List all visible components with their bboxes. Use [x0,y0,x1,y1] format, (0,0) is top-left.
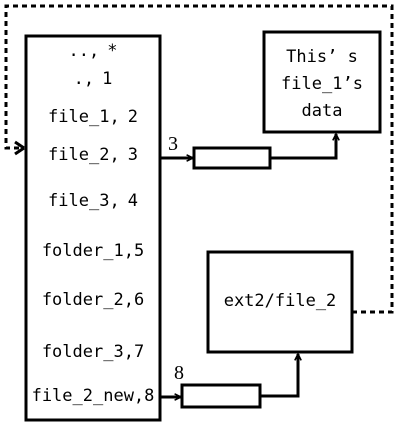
directory-entry-7: folder_2,6 [42,290,144,310]
directory-entry-name: .., [69,41,100,61]
directory-entry-inode: * [107,41,117,61]
inode-to-link-arrow [260,354,298,398]
symlink-dashed-arrowhead-lower [14,146,25,156]
pointer-label-top: 3 [168,133,178,155]
directory-entry-name: folder_3, [42,342,134,362]
file-data-line-3: data [302,101,343,121]
directory-entry-9: file_2_new,8 [32,386,155,406]
directory-entry-4: file_2, 3 [48,145,138,165]
directory-entry-name: ., [74,69,94,89]
directory-entry-1: .., * [69,41,118,61]
directory-entry-6: folder_1,5 [42,241,144,261]
symlink-target-box [206,250,354,354]
directory-entry-inode: 4 [128,191,138,211]
directory-entry-2: ., 1 [74,69,113,89]
directory-entry-name: file_1, [48,107,120,127]
directory-entry-8: folder_3,7 [42,342,144,362]
directory-entry-name: file_2, [48,145,120,165]
directory-entry-inode: 6 [134,290,144,310]
pointer-label-bottom: 8 [174,362,184,384]
directory-entry-name: file_2_new, [32,386,145,406]
inode-to-data-arrow [270,134,336,160]
directory-entries: .., *., 1 file_1, 2 file_2, 3 file_3, 4 folder_1,… [32,41,155,406]
directory-entry-name: folder_1, [42,241,134,261]
directory-entry-inode: 2 [128,107,138,127]
directory-entry-inode: 8 [144,386,154,406]
inode-block-top [192,146,272,170]
directory-entry-inode: 7 [134,342,144,362]
directory-table [24,34,162,422]
symlink-dashed-line [4,4,394,314]
directory-entry-name: file_3, [48,191,120,211]
directory-entry-name: folder_2, [42,290,134,310]
file-data-line-1: This’ s [286,47,358,67]
file-data-box [262,30,382,134]
inode-block-bottom [180,383,262,409]
directory-entry-inode: 3 [128,145,138,165]
directory-entry-inode: 1 [102,69,112,89]
symlink-dashed-arrowhead-upper [14,140,25,150]
directory-entry-inode: 5 [134,241,144,261]
file-data-line-2: file_1’s [281,74,363,94]
symlink-target-text: ext2/file_2 [224,291,337,311]
directory-entry-5: file_3, 4 [48,191,138,211]
directory-entry-3: file_1, 2 [48,107,138,127]
